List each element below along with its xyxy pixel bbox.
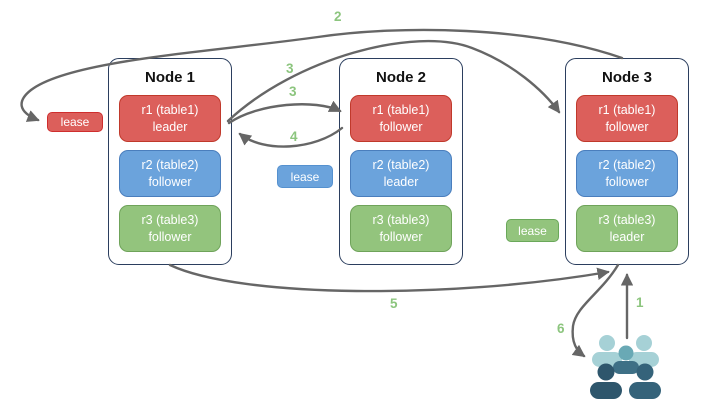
step-label-3b: 3 (289, 84, 297, 99)
replica-name: r2 (table2) (141, 158, 199, 173)
replica-name: r3 (table3) (372, 213, 430, 228)
replica-name: r1 (table1) (141, 103, 199, 118)
node1-replica-r2: r2 (table2) follower (119, 150, 221, 197)
node3-replica-r2: r2 (table2) follower (576, 150, 678, 197)
replica-name: r3 (table3) (598, 213, 656, 228)
node1-replica-r3: r3 (table3) follower (119, 205, 221, 252)
node-1-title: Node 1 (144, 69, 195, 86)
node2-replica-r3: r3 (table3) follower (350, 205, 452, 252)
step-label-2: 2 (334, 9, 342, 24)
replica-name: r1 (table1) (372, 103, 430, 118)
replica-role: follower (605, 174, 649, 189)
replica-role: follower (148, 229, 192, 244)
node3-replica-r1: r1 (table1) follower (576, 95, 678, 142)
lease-badge-blue: lease (277, 165, 333, 188)
lease-badge-green: lease (506, 219, 559, 242)
replica-role: follower (148, 174, 192, 189)
node2-replica-r2: r2 (table2) leader (350, 150, 452, 197)
node3-replica-r3: r3 (table3) leader (576, 205, 678, 252)
node-3-title: Node 3 (601, 69, 652, 86)
replica-role: leader (383, 174, 419, 189)
step-label-1: 1 (636, 295, 644, 310)
replica-role: follower (379, 119, 423, 134)
node2-replica-r1: r1 (table1) follower (350, 95, 452, 142)
lease-badge-red: lease (47, 112, 103, 132)
node1-replica-r1: r1 (table1) leader (119, 95, 221, 142)
arrow-step3-node1-to-node2 (227, 100, 342, 125)
replica-role: leader (609, 229, 645, 244)
node-2-title: Node 2 (375, 69, 426, 86)
replica-role: leader (152, 119, 188, 134)
replica-name: r2 (table2) (372, 158, 430, 173)
users-group-icon (590, 335, 661, 399)
node-2-box: Node 2 r1 (table1) follower r2 (table2) … (339, 58, 463, 265)
replica-name: r2 (table2) (598, 158, 656, 173)
node-3-box: Node 3 r1 (table1) follower r2 (table2) … (565, 58, 689, 265)
step-label-4: 4 (290, 129, 298, 144)
step-label-6: 6 (557, 321, 565, 336)
replica-name: r3 (table3) (141, 213, 199, 228)
step-label-5: 5 (390, 296, 398, 311)
replica-role: follower (605, 119, 649, 134)
replica-name: r1 (table1) (598, 103, 656, 118)
step-label-3a: 3 (286, 61, 294, 76)
replica-role: follower (379, 229, 423, 244)
arrow-step5-node1-to-node3 (168, 263, 610, 293)
node-1-box: Node 1 r1 (table1) leader r2 (table2) fo… (108, 58, 232, 265)
